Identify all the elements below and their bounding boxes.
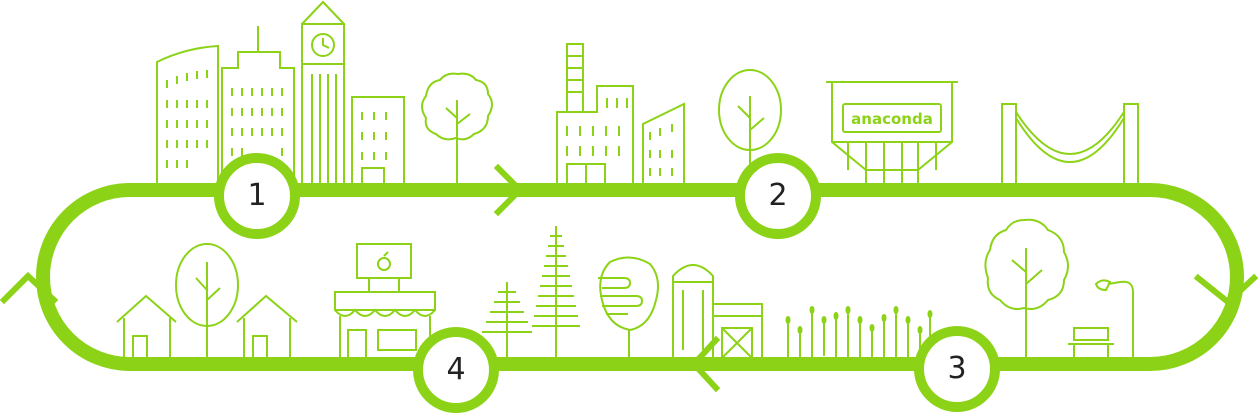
house-icon	[236, 294, 298, 359]
tree-icon	[175, 243, 239, 358]
warehouse-sign: anaconda	[851, 110, 933, 128]
step-4-badge	[413, 327, 499, 413]
tree-icon	[598, 256, 659, 358]
direction-arrow-icon	[0, 271, 59, 305]
direction-arrow-icon	[493, 163, 525, 217]
step-2-label: 2	[768, 178, 788, 213]
barn-icon	[713, 303, 763, 359]
step-2-badge	[735, 153, 821, 239]
shop-icon	[334, 243, 436, 359]
tree-icon	[421, 72, 493, 185]
bridge-icon	[1001, 103, 1139, 186]
fir-tree-icon	[532, 226, 580, 358]
step-3-badge	[914, 326, 1000, 412]
direction-arrow-icon	[1193, 273, 1259, 306]
office-building-icon	[351, 96, 405, 186]
warehouse-icon	[826, 81, 958, 186]
tree-icon	[718, 69, 782, 185]
bench-icon	[1068, 327, 1114, 358]
street-lamp-icon	[1094, 279, 1134, 358]
step-1-badge	[214, 153, 300, 239]
step-1-label: 1	[247, 178, 267, 213]
clock-tower-icon	[301, 0, 345, 186]
crop-field-icon	[785, 306, 933, 358]
cycle-track	[36, 183, 1244, 371]
city-skyline-icon	[156, 26, 295, 185]
step-4-label: 4	[446, 352, 466, 387]
house-icon	[116, 294, 177, 359]
tree-icon	[984, 218, 1069, 358]
step-3-label: 3	[947, 351, 967, 386]
fir-tree-icon	[482, 282, 532, 358]
factory-icon	[556, 43, 685, 186]
direction-arrow-icon	[689, 335, 721, 393]
silo-icon	[672, 264, 714, 358]
